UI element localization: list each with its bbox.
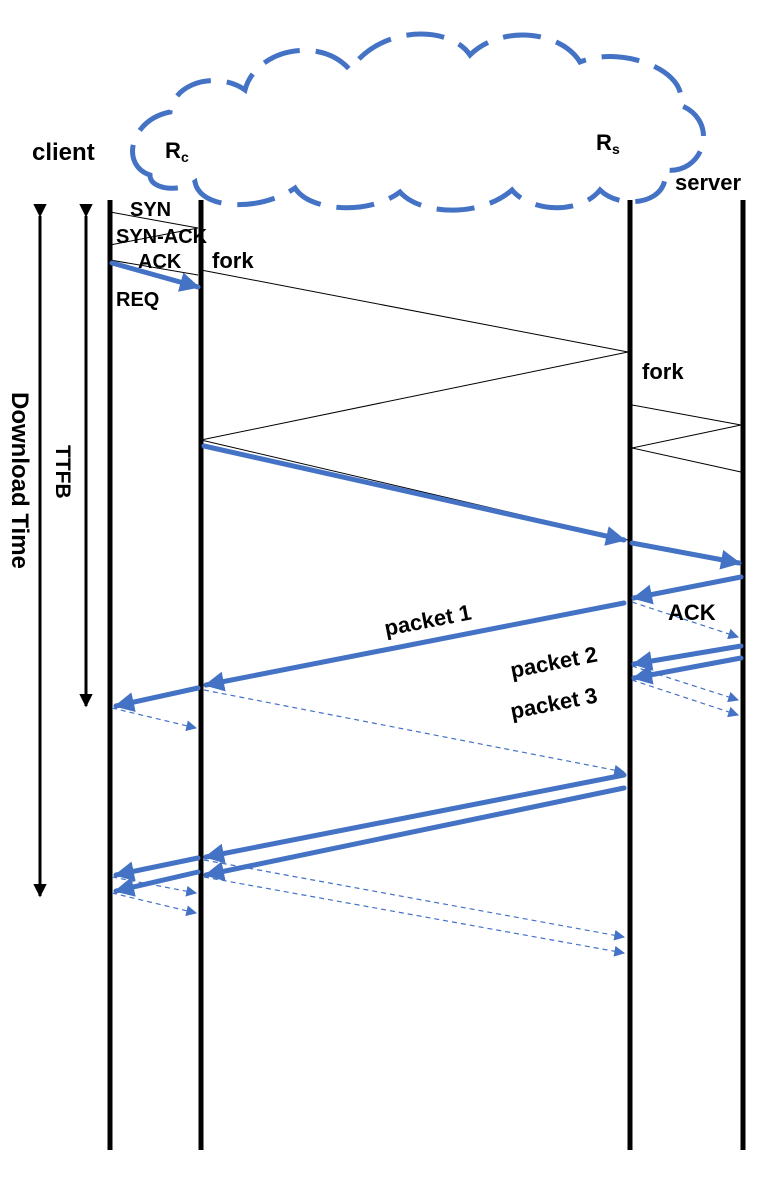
ack-label: ACK bbox=[138, 251, 182, 273]
request-arrow-1 bbox=[201, 443, 627, 546]
data-arrows bbox=[109, 260, 744, 897]
server-label: server bbox=[675, 170, 742, 195]
fork-client-label: fork bbox=[212, 248, 254, 273]
req-arrow bbox=[109, 260, 201, 292]
server-packet-1 bbox=[631, 574, 744, 605]
rc-label-sub: c bbox=[181, 149, 189, 165]
packet-3-arrow bbox=[203, 785, 627, 882]
packet-1-client bbox=[113, 685, 201, 712]
rc-label-main: R bbox=[165, 138, 181, 163]
ack-arrows bbox=[111, 601, 740, 957]
rs-label-main: R bbox=[596, 130, 612, 155]
server-packet-3 bbox=[631, 655, 744, 685]
ack-server-label: ACK bbox=[668, 600, 716, 625]
client-label: client bbox=[32, 139, 95, 166]
download-time-label: Download Time bbox=[6, 392, 33, 569]
server-packet-2 bbox=[631, 643, 744, 671]
packet-2-client bbox=[113, 855, 201, 882]
packet-2-label: packet 2 bbox=[508, 642, 599, 683]
syn-label: SYN bbox=[130, 199, 171, 221]
ttfb-label: TTFB bbox=[51, 445, 74, 499]
rs-label: R s bbox=[596, 130, 620, 157]
network-cloud bbox=[130, 31, 707, 213]
rc-label: R c bbox=[165, 138, 189, 165]
request-arrow-2 bbox=[629, 540, 742, 570]
syn-ack-label: SYN-ACK bbox=[116, 226, 208, 248]
fork-server-label: fork bbox=[642, 359, 684, 384]
packet-2-arrow bbox=[203, 772, 627, 864]
fork-lines bbox=[200, 269, 742, 541]
req-label: REQ bbox=[116, 289, 159, 311]
packet-1-arrow bbox=[203, 600, 627, 692]
rs-label-sub: s bbox=[612, 141, 620, 157]
packet-3-label: packet 3 bbox=[508, 683, 599, 724]
packet-3-client bbox=[113, 869, 201, 897]
handshake-lines bbox=[109, 211, 199, 276]
